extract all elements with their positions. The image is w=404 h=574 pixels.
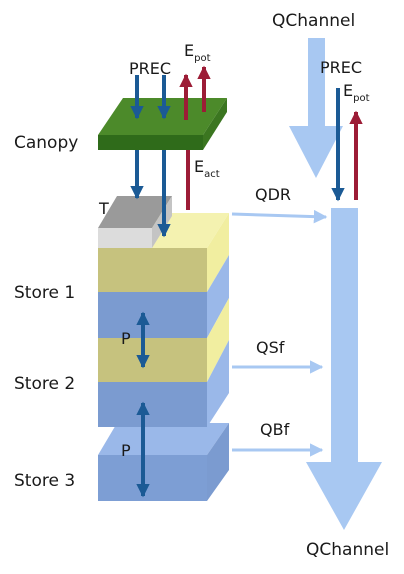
store-stack (98, 213, 229, 427)
qchannel-outflow-arrow (306, 208, 382, 530)
store3-label: Store 3 (14, 471, 75, 491)
qsf-label: QSf (256, 338, 285, 357)
p-label-2: P (121, 441, 131, 460)
qdr-arrow (231, 209, 328, 224)
qchannel-bottom-label: QChannel (306, 540, 389, 560)
epot-right-label: Epot (343, 81, 370, 104)
store1-label: Store 1 (14, 283, 75, 303)
qbf-label: QBf (260, 420, 290, 439)
p-label-1: P (121, 329, 131, 348)
qdr-label: QDR (255, 185, 291, 204)
qchannel-top-label: QChannel (272, 11, 355, 31)
qchannel-inflow-arrow (289, 38, 343, 178)
epot-left-label: Epot (184, 41, 211, 64)
t-label: T (98, 199, 109, 218)
store3-block (98, 423, 229, 501)
canopy-label: Canopy (14, 133, 78, 153)
eact-label: Eact (194, 157, 220, 180)
store2-label: Store 2 (14, 374, 75, 394)
prec-left-label: PREC (129, 59, 171, 78)
prec-right-label: PREC (320, 58, 362, 77)
